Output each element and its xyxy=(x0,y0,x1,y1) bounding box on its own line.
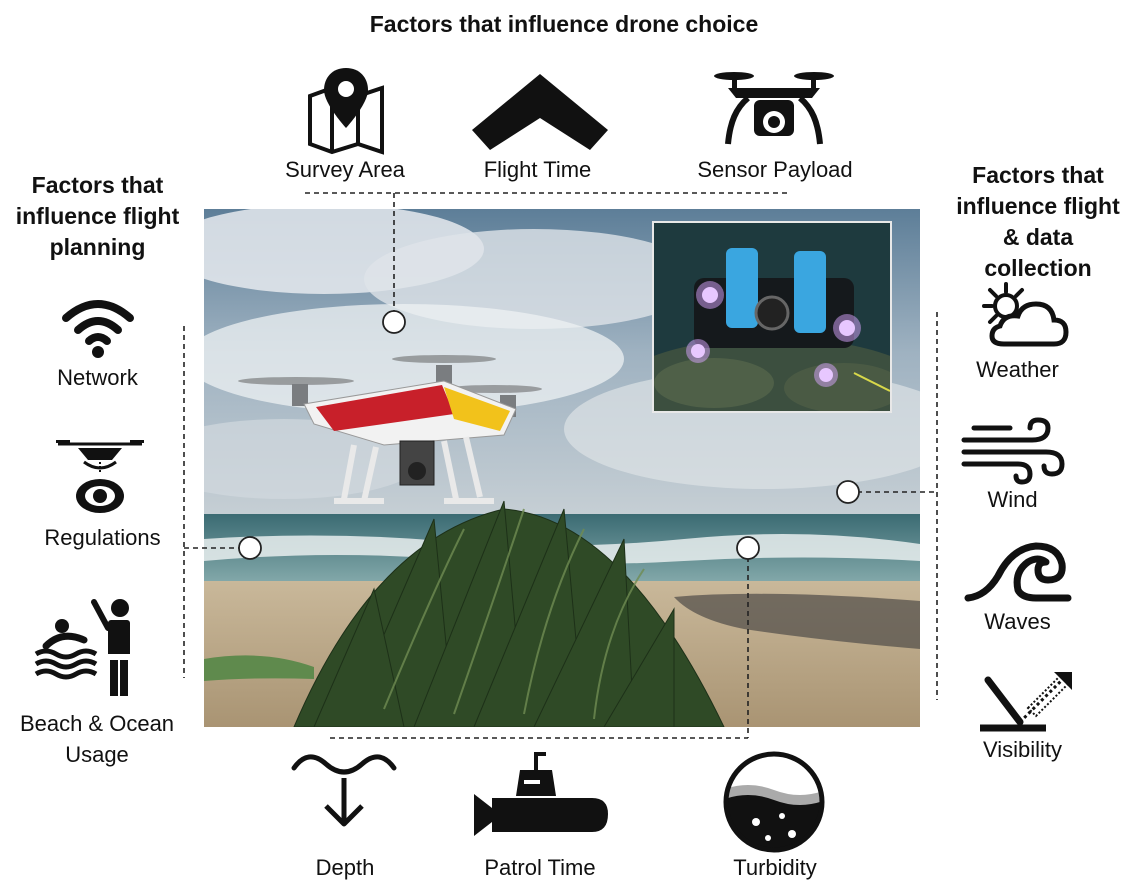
right-connector-node xyxy=(836,480,860,504)
weather-label: Weather xyxy=(976,357,1059,382)
turbidity-label: Turbidity xyxy=(733,855,817,880)
regulations-label: Regulations xyxy=(44,525,161,550)
fixed-wing-drone-icon xyxy=(472,74,608,150)
camera-drone-icon xyxy=(714,72,834,145)
left-title: Factors that influence flight planning xyxy=(10,170,185,263)
swimmer-lifeguard-icon xyxy=(34,599,130,696)
turbidity-icon xyxy=(723,751,825,853)
depth-label: Depth xyxy=(315,855,375,880)
sun-cloud-icon xyxy=(982,282,1069,347)
network-label: Network xyxy=(57,365,138,390)
waves-label: Waves xyxy=(984,609,1051,634)
left-title-text: Factors that influence flight planning xyxy=(15,172,180,260)
sensor-payload-label: Sensor Payload xyxy=(697,157,853,182)
map-pin-icon xyxy=(308,68,384,155)
rov-inset-photo xyxy=(652,221,892,413)
beach-ocean-usage-text: Beach & Ocean Usage xyxy=(19,711,175,767)
wind-icon xyxy=(961,417,1065,485)
visibility-label: Visibility xyxy=(982,737,1063,762)
top-connector-node xyxy=(382,310,406,334)
light-reflection-icon xyxy=(980,672,1072,732)
rov-scene xyxy=(654,223,890,411)
patrol-time-label: Patrol Time xyxy=(484,855,596,880)
wave-icon xyxy=(964,542,1072,602)
right-title: Factors that influence flight & data col… xyxy=(950,160,1126,284)
beach-drone-photo xyxy=(204,209,920,727)
top-title: Factors that influence drone choice xyxy=(369,11,759,37)
survey-area-label: Survey Area xyxy=(285,157,405,182)
submarine-icon xyxy=(474,752,608,836)
quadcopter-drone xyxy=(238,355,542,504)
right-title-text: Factors that influence flight & data col… xyxy=(956,162,1120,281)
drone-eye-icon xyxy=(56,440,144,513)
bottom-connector-node xyxy=(736,536,760,560)
beach-ocean-usage-label: Beach & Ocean Usage xyxy=(12,708,182,770)
flight-time-label: Flight Time xyxy=(483,157,592,182)
wifi-icon xyxy=(62,300,134,358)
left-connector-node xyxy=(238,536,262,560)
depth-arrow-icon xyxy=(291,754,397,827)
wind-label: Wind xyxy=(987,487,1038,512)
